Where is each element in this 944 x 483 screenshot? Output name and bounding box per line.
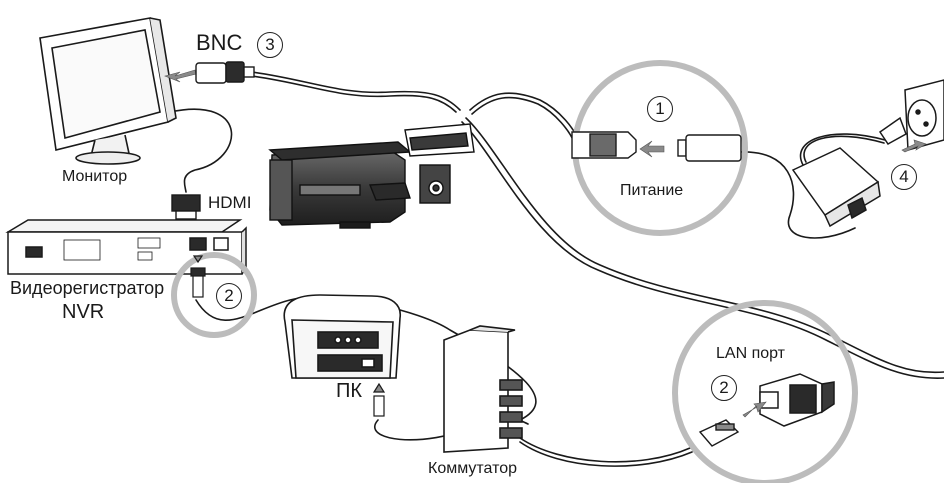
- wall-socket-icon: [878, 79, 944, 151]
- nvr-lan-highlight: [171, 252, 257, 338]
- power-arrow: [639, 140, 665, 158]
- nvr-rj45-plug-icon: [190, 255, 206, 298]
- monitor-label: Монитор: [62, 168, 128, 185]
- lan-rj45-plug-icon: [698, 419, 740, 447]
- camera-icon: [268, 123, 475, 229]
- cables: [169, 71, 944, 467]
- switch-lan-cable: [519, 437, 691, 463]
- adapter-cable: [739, 151, 856, 239]
- lan-arrow: [742, 401, 767, 418]
- power-connectors-icon: [571, 131, 742, 162]
- bnc-label: BNC: [196, 30, 243, 55]
- switch-label: Коммутатор: [428, 460, 518, 477]
- socket-step-badge: 4: [891, 164, 917, 190]
- nvr-label: Видеорегистратор: [10, 278, 165, 298]
- hdmi-label: HDMI: [208, 193, 252, 212]
- lan-port-step-badge: 2: [711, 375, 737, 401]
- bnc-cable: [251, 71, 461, 111]
- lan-port-icon: [759, 373, 835, 427]
- power-adapter-icon: [791, 147, 881, 228]
- bnc-step-badge: 3: [257, 32, 283, 58]
- lan-port-highlight: [672, 300, 858, 483]
- camera-lan-cable: [465, 117, 944, 374]
- lan-port-label: LAN порт: [716, 345, 786, 362]
- pc-rj45-plug-icon: [372, 382, 386, 417]
- network-switch-icon: [443, 325, 523, 453]
- adapter-to-socket: [799, 133, 886, 166]
- power-label: Питание: [620, 182, 684, 199]
- nvr-model-label: NVR: [62, 301, 105, 323]
- bnc-arrow: [164, 69, 197, 83]
- pc-icon: [283, 294, 401, 379]
- pc-label: ПК: [336, 380, 363, 402]
- socket-arrow: [901, 139, 927, 153]
- nvr-icon: [5, 219, 247, 275]
- bnc-connector-icon: [195, 61, 255, 84]
- monitor-icon: [39, 17, 177, 165]
- hdmi-cable: [169, 108, 233, 193]
- nvr-lan-step-badge: 2: [216, 283, 242, 309]
- power-step-badge: 1: [647, 96, 673, 122]
- power-cable: [469, 92, 579, 141]
